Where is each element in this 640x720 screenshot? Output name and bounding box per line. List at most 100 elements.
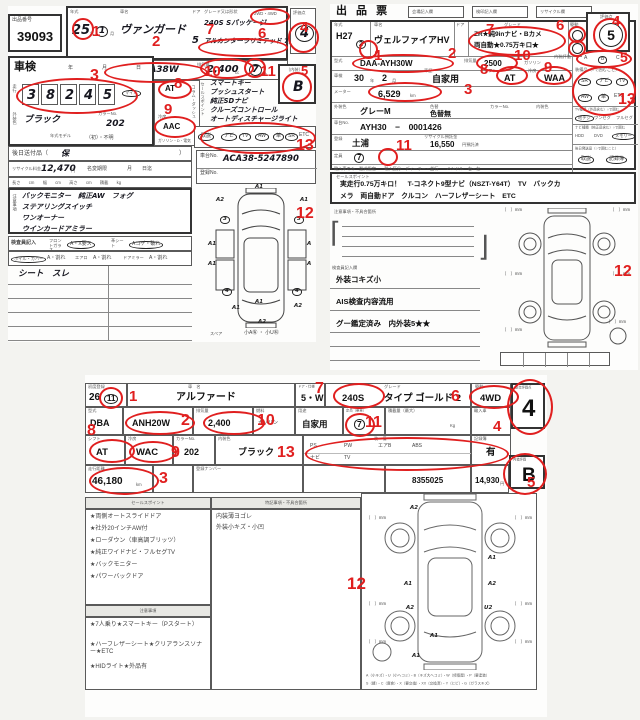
red-annotation-number: 7 bbox=[315, 380, 324, 397]
inspector-row2: ホイル・カバー A・割れ エアロ A・割れ ドアミラー A・割れ bbox=[8, 251, 192, 266]
caution-list: ★7人乗り★スマートキー（Pスタート） ★ハーフレザーシート★クリアランスソナー… bbox=[85, 617, 211, 690]
inspector-line: AIS検査内容流用 bbox=[336, 297, 394, 306]
car-name-label: 車 名 bbox=[188, 384, 201, 389]
damage-mark: A2 bbox=[406, 605, 415, 611]
auction-no-box: 出品番号 39093 bbox=[8, 14, 62, 52]
glass-label: フロントガラス bbox=[49, 238, 62, 253]
rename-value: 月 日迄 bbox=[127, 166, 153, 172]
grade-label: グレード又は形状 bbox=[204, 9, 238, 14]
red-annotation-number: 4 bbox=[300, 19, 309, 36]
damage-mark: A1 bbox=[255, 299, 264, 305]
mileage-label: 走行 bbox=[12, 84, 18, 93]
later-label: 後日送付品（ bbox=[12, 151, 49, 157]
red-circle-annotation bbox=[89, 467, 159, 495]
int-color-value: ブラック bbox=[238, 447, 275, 457]
damage-mark: A1 bbox=[232, 305, 241, 311]
load-unit: Kg bbox=[450, 423, 456, 428]
chassis-value: ACA38-5247890 bbox=[223, 154, 299, 164]
defects-header: 特記事項・不具合箇所 bbox=[211, 497, 361, 509]
red-circle-annotation bbox=[203, 411, 265, 435]
red-annotation-number: 5 bbox=[527, 474, 536, 491]
damage-mark: A2 bbox=[410, 505, 419, 511]
sales-item: 純正SDナビ bbox=[210, 97, 248, 105]
red-circle-annotation bbox=[593, 18, 627, 52]
car-diagram: A1 A2 A1 3 3 A1 A1 A A 4 4 A1 A1 A2 A2 ス… bbox=[208, 184, 314, 340]
auction-sheet-vanguard: 出品番号 39093 年式 25 年 1 月 車名 ヴァンガード ドア 5 グレ… bbox=[8, 6, 319, 342]
auction-sheet-vellfire: 出 品 票 会場記入欄 検印記入欄 リサイクル欄 年式 H27 2 車名 ヴェル… bbox=[330, 4, 638, 370]
sales-list: ★両側オートスライドドア ★社外20インチAW付 ★ローダウン（車高調ブリッツ）… bbox=[85, 509, 211, 605]
color-no-label: カラーNo. bbox=[176, 436, 196, 441]
capacity-unit: 人 bbox=[263, 70, 268, 75]
door-cell: ドア・仕様 5・W bbox=[295, 383, 325, 407]
damage-mark: A1 bbox=[412, 653, 421, 659]
red-annotation-number: 3 bbox=[159, 470, 168, 487]
year-label: 年式 bbox=[334, 22, 343, 27]
damage-mark: A1 bbox=[300, 197, 309, 203]
sales-item: プッシュスタート bbox=[210, 88, 265, 96]
load-label: 積載量（最大） bbox=[388, 408, 418, 413]
mileage-label: 走行距離 bbox=[88, 466, 105, 471]
ac-label: 冷房 bbox=[128, 436, 137, 441]
red-annotation-number: 11 bbox=[365, 414, 382, 431]
interior-label: 〔内装〕 bbox=[286, 67, 303, 72]
car-name-value: ヴェルファイアHV bbox=[374, 35, 450, 45]
disp-label: 排気量 bbox=[196, 408, 209, 413]
mm-mark: 〔 〕mm bbox=[502, 327, 523, 332]
note-line: ウインカードアミラー bbox=[22, 225, 92, 233]
inspector-line: グー鑑定済み 内外装5★★ bbox=[336, 319, 431, 328]
sales-item: ★パワーバックドア bbox=[90, 574, 144, 580]
red-annotation-number: 10 bbox=[204, 63, 221, 80]
red-annotation-number: 6 bbox=[556, 17, 565, 34]
red-circle-annotation bbox=[104, 62, 208, 83]
red-annotation-number: 2 bbox=[181, 412, 190, 429]
sales-item: クルーズコントロール bbox=[210, 106, 278, 114]
shift-column-label: コラム・ダッシュ bbox=[191, 85, 197, 119]
defect-item: 外装小キズ・小凹 bbox=[216, 525, 265, 531]
score-label: 評価点 bbox=[600, 14, 613, 19]
use-value: 自家用 bbox=[302, 419, 328, 429]
red-annotation-number: 5 bbox=[301, 63, 309, 78]
recycle-cell: 14,930 円 bbox=[471, 465, 509, 493]
sales-item: ★バックモニター bbox=[90, 562, 138, 568]
red-annotation-number: 9 bbox=[164, 101, 173, 118]
red-annotation-number: 13 bbox=[296, 137, 314, 154]
damage-mark: 3 bbox=[294, 216, 304, 224]
red-annotation-number: 6 bbox=[258, 25, 267, 42]
blank-cell bbox=[303, 465, 385, 493]
caution-label: 注意事項・不具合箇所 bbox=[334, 209, 376, 214]
red-annotation-number: 6 bbox=[451, 388, 460, 405]
chassis-value: AYH30 − 0001426 bbox=[360, 122, 442, 132]
red-annotation-number: 13 bbox=[618, 91, 636, 108]
repaint-value: 色替無 bbox=[430, 111, 451, 118]
grade-value2: タイプ ゴールド 2 bbox=[384, 393, 462, 404]
car-diagram-svg bbox=[215, 188, 307, 328]
red-circle-annotation bbox=[129, 441, 177, 463]
chassis-label: 車台No. bbox=[200, 153, 218, 159]
shipping-label: 後日発送品（○で囲むこと） bbox=[575, 146, 619, 151]
shaken-month: 月 bbox=[102, 65, 108, 71]
later-value: 保 bbox=[61, 149, 69, 158]
red-circle-annotation bbox=[468, 26, 566, 56]
use-label: 用途 bbox=[298, 408, 307, 413]
inspector-label: 検査員記入 bbox=[11, 240, 37, 246]
capacity-label: 定員（乗車） bbox=[346, 408, 367, 413]
sales-header: セールスポイント bbox=[85, 497, 211, 509]
caution-header-label: 注意事項 bbox=[139, 607, 157, 613]
door-label: ドア bbox=[192, 9, 201, 14]
int-color-cell: 内装色 ブラック bbox=[215, 435, 303, 465]
shaken-label: 車検 bbox=[334, 73, 343, 78]
damage-mark: A2 bbox=[216, 197, 225, 203]
wheel-label: ホイル・カバー bbox=[11, 256, 47, 263]
drive-label: 駆動 bbox=[570, 22, 579, 27]
recycle-unit: 円預託済 bbox=[462, 142, 479, 147]
caution-item: ★ハーフレザーシート★クリアランスソナー★ETC bbox=[90, 642, 203, 655]
red-circle-annotation bbox=[305, 437, 509, 471]
tv-option: ワンセグ bbox=[594, 115, 611, 120]
red-circle-annotation bbox=[507, 379, 553, 435]
bracket-right: ⌋ bbox=[478, 231, 489, 262]
reg-office-value: 土浦 bbox=[352, 138, 370, 148]
car-diagram: 〔 〕mm 〔 〕mm 〔 〕mm 〔 〕mm 〔 〕mm 〔 〕mm bbox=[502, 207, 632, 348]
defect-item: 内装薄ヨゴレ bbox=[216, 514, 253, 520]
chassis-box: 車台No. ACA38-5247890 登録No. bbox=[196, 150, 317, 184]
